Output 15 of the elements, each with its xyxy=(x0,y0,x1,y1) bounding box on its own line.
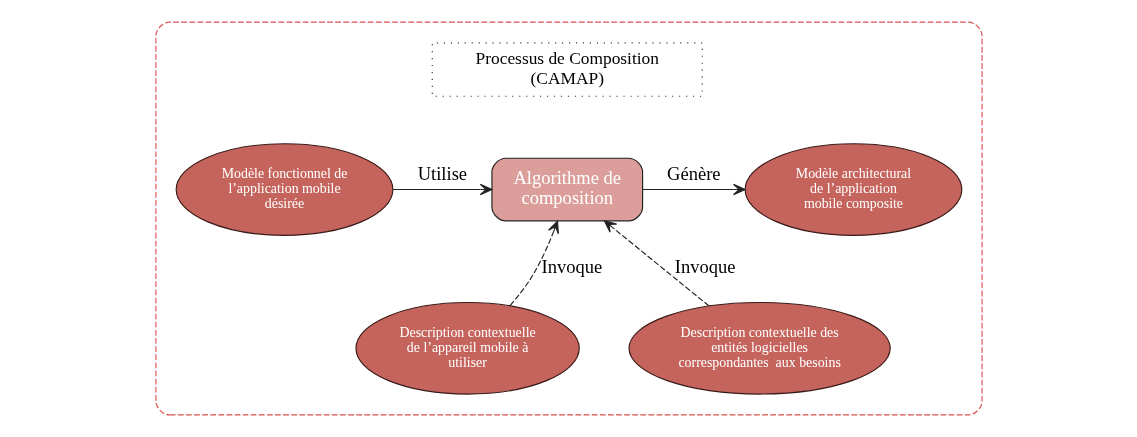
node-box: Processus de Composition (CAMAP) xyxy=(431,42,703,97)
arrow xyxy=(603,220,709,307)
edge-label: Génère xyxy=(666,163,721,185)
edge-label: Utilise xyxy=(417,163,467,185)
cluster xyxy=(154,21,983,416)
node-ellipse: Description contextuelle des entités logicielles correspondantes aux besoins xyxy=(627,301,891,395)
edge-label: Invoque xyxy=(541,256,602,278)
arrow xyxy=(509,220,559,307)
node-ellipse: Modèle fonctionnel de l’application mobile désirée xyxy=(175,143,393,236)
node-ellipse: Modèle architectural de l’application mobile composite xyxy=(744,143,962,236)
node-box: Algorithme de composition xyxy=(490,157,643,222)
arrow xyxy=(391,183,492,196)
arrow xyxy=(641,183,746,196)
node-ellipse: Description contextuelle de l’appareil mobile à utiliser xyxy=(354,301,580,395)
edge-label: Invoque xyxy=(674,256,736,278)
